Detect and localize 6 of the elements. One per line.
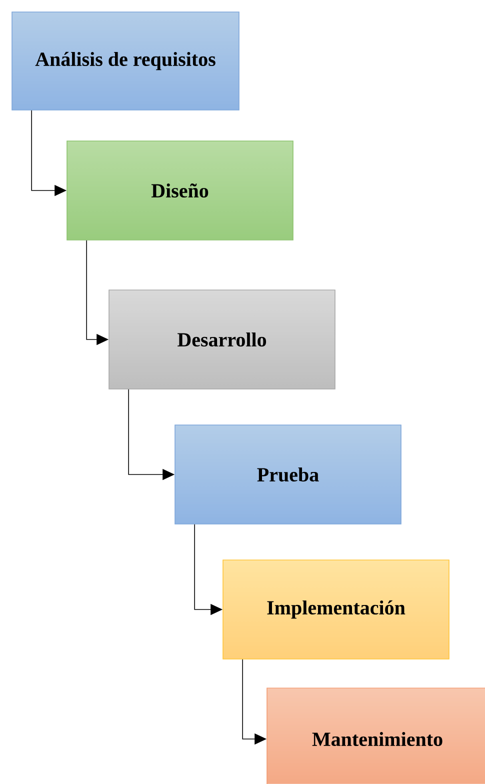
process-box: Prueba — [174, 424, 402, 524]
process-box: Desarrollo — [108, 290, 336, 390]
process-box: Diseño — [66, 140, 294, 240]
process-box: Análisis de requisitos — [12, 12, 240, 110]
process-box: Implementación — [222, 560, 450, 660]
process-box: Mantenimiento — [266, 688, 485, 784]
